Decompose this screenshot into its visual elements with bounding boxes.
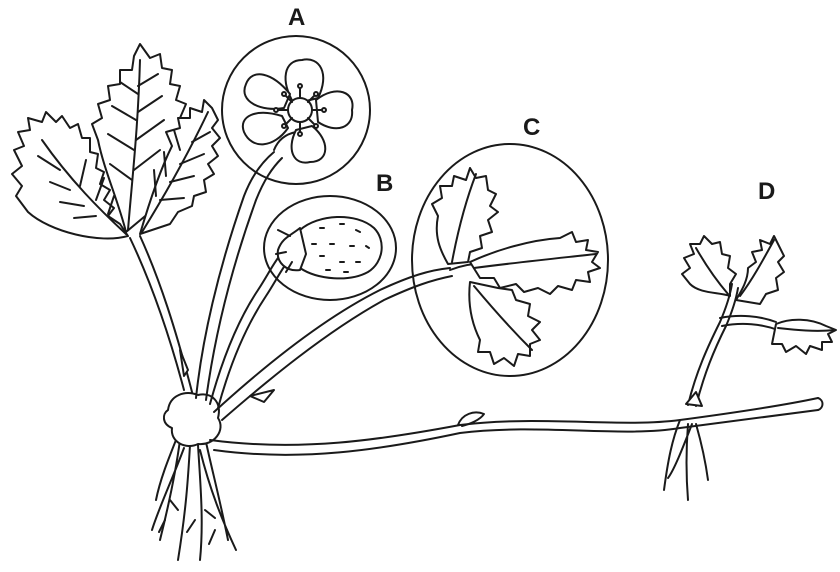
left-leaf-stem [130, 236, 192, 392]
fruit-b [276, 217, 382, 278]
plantlet-d [664, 236, 836, 500]
left-trifoliate-leaf [12, 44, 220, 239]
fruit-stem [210, 258, 286, 408]
label-a: A [288, 6, 305, 30]
flower-a [243, 59, 353, 162]
roots [152, 440, 236, 560]
label-d: D [758, 180, 775, 204]
label-c: C [523, 116, 540, 140]
crown [164, 393, 221, 446]
leaf-c [432, 168, 600, 366]
flower-stem [196, 152, 282, 400]
label-b: B [376, 172, 393, 196]
runner-stolon [210, 398, 823, 455]
